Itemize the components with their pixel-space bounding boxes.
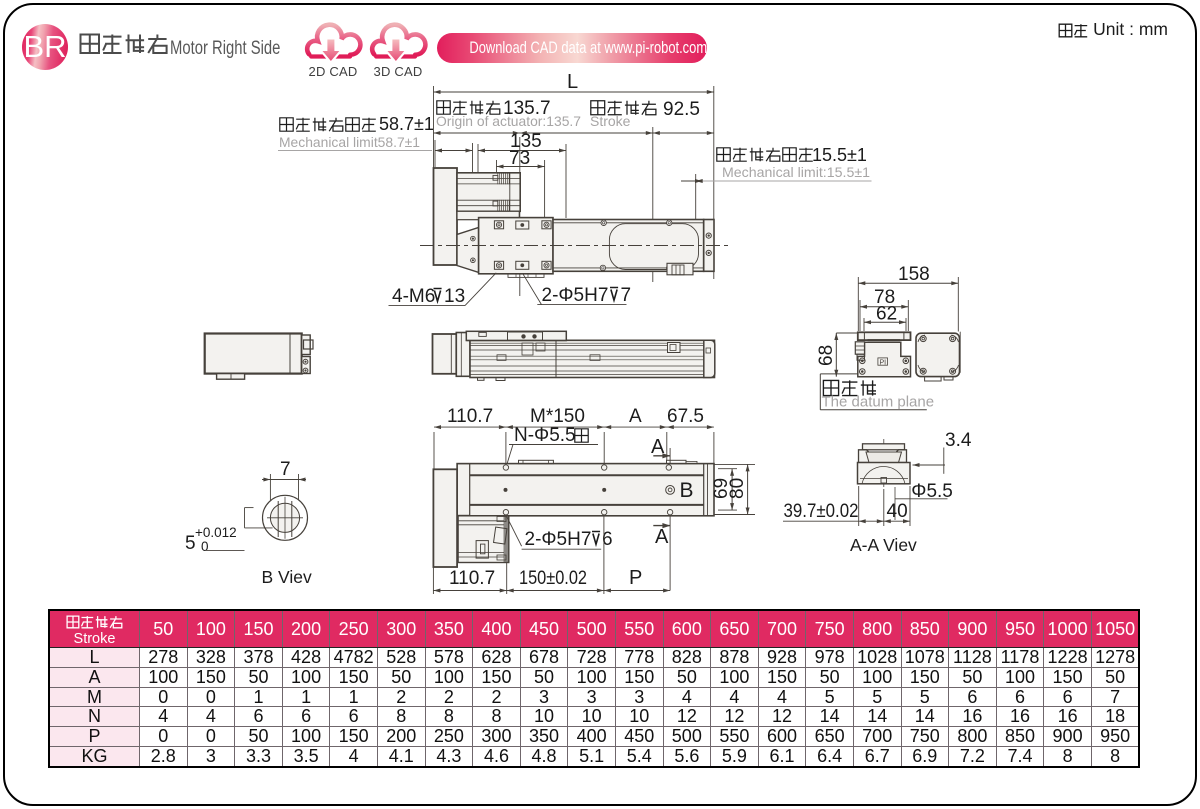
svg-text:110.7: 110.7	[447, 406, 493, 427]
svg-text:Mechanical limit58.7±1: Mechanical limit58.7±1	[279, 134, 420, 150]
svg-text:58.7±1: 58.7±1	[379, 114, 434, 134]
svg-text:68: 68	[816, 345, 837, 366]
svg-text:13: 13	[444, 286, 465, 307]
svg-text:A-A Viev: A-A Viev	[850, 535, 917, 555]
svg-text:67.5: 67.5	[667, 406, 704, 427]
svg-text:2-Φ5H7: 2-Φ5H7	[542, 285, 609, 306]
svg-text:+0.012: +0.012	[195, 525, 237, 540]
svg-text:Stroke: Stroke	[590, 113, 631, 129]
svg-text:P: P	[629, 567, 642, 589]
svg-text:0: 0	[201, 539, 209, 554]
svg-text:N-Φ5.5: N-Φ5.5	[514, 425, 576, 446]
svg-text:73: 73	[509, 148, 530, 169]
svg-text:135.7: 135.7	[503, 98, 551, 119]
svg-text:B Viev: B Viev	[262, 567, 313, 587]
svg-text:69: 69	[711, 478, 732, 499]
svg-text:A: A	[655, 526, 669, 548]
svg-text:2-Φ5H7: 2-Φ5H7	[525, 529, 592, 550]
svg-text:B: B	[680, 479, 694, 502]
svg-text:A: A	[651, 436, 665, 458]
svg-text:L: L	[567, 71, 578, 93]
svg-text:3.4: 3.4	[945, 430, 972, 451]
svg-text:7: 7	[621, 285, 632, 306]
svg-text:80: 80	[727, 478, 748, 499]
svg-text:Mechanical limit:15.5±1: Mechanical limit:15.5±1	[722, 164, 870, 180]
svg-text:A: A	[629, 406, 642, 427]
svg-text:4-M6: 4-M6	[392, 286, 435, 307]
svg-text:158: 158	[898, 264, 930, 285]
svg-text:78: 78	[874, 287, 895, 308]
svg-text:The datum plane: The datum plane	[822, 394, 935, 411]
svg-text:92.5: 92.5	[663, 99, 700, 120]
svg-text:15.5±1: 15.5±1	[812, 145, 867, 165]
svg-text:5: 5	[185, 533, 196, 554]
svg-text:6: 6	[602, 529, 613, 550]
svg-text:40: 40	[887, 501, 908, 522]
svg-text:Origin of actuator:135.7: Origin of actuator:135.7	[436, 113, 581, 129]
svg-text:39.7±0.02: 39.7±0.02	[784, 501, 859, 522]
svg-text:62: 62	[876, 304, 897, 325]
svg-text:110.7: 110.7	[449, 568, 495, 589]
svg-text:7: 7	[280, 459, 291, 480]
svg-text:PI: PI	[880, 359, 887, 366]
svg-text:Φ5.5: Φ5.5	[911, 481, 953, 502]
svg-text:135: 135	[510, 131, 542, 152]
svg-text:150±0.02: 150±0.02	[519, 568, 587, 589]
svg-text:M*150: M*150	[530, 406, 585, 427]
